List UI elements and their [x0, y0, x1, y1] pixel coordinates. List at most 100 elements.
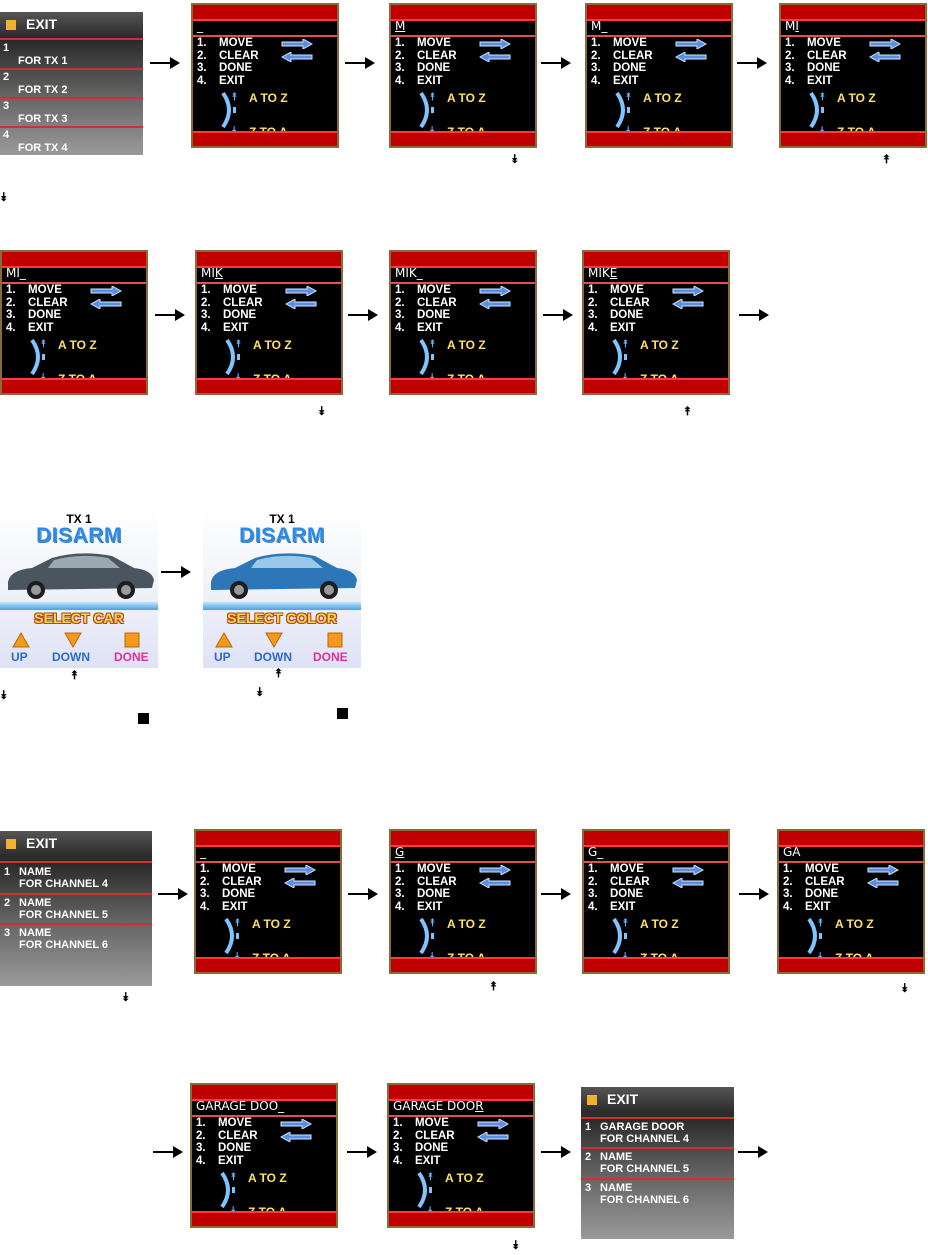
editor-menu-item[interactable]: 3.DONE	[201, 309, 341, 322]
menu-entry-line2[interactable]: FOR CHANNEL 6	[600, 1194, 690, 1206]
editor-menu-item[interactable]: 2.CLEAR	[588, 876, 728, 889]
editor-menu-item[interactable]: 3.DONE	[200, 888, 340, 901]
editor-menu-item[interactable]: 4.EXIT	[196, 1155, 336, 1168]
editor-menu-item[interactable]: 3.DONE	[6, 309, 146, 322]
done-square-icon[interactable]	[327, 632, 343, 648]
exit-label[interactable]: EXIT	[26, 835, 58, 851]
done-label[interactable]: DONE	[114, 650, 149, 664]
editor-menu-item[interactable]: 1.MOVE	[591, 37, 731, 50]
done-label[interactable]: DONE	[313, 650, 348, 664]
menu-entry-line1[interactable]: NAME	[600, 1182, 633, 1194]
editor-menu-item[interactable]: 2.CLEAR	[393, 1130, 533, 1143]
exit-label[interactable]: EXIT	[26, 16, 58, 32]
menu-entry-line1[interactable]: GARAGE DOOR	[600, 1121, 685, 1133]
editor-menu-item[interactable]: 2.CLEAR	[201, 297, 341, 310]
editor-menu-item[interactable]: 4.EXIT	[588, 322, 728, 335]
up-triangle-icon[interactable]	[215, 632, 233, 648]
name-entry-field[interactable]: MI_	[6, 266, 26, 281]
menu-entry-label[interactable]: FOR TX 4	[18, 142, 68, 154]
editor-menu-item[interactable]: 4.EXIT	[591, 75, 731, 88]
editor-menu-item[interactable]: 2.CLEAR	[395, 50, 535, 63]
name-entry-field[interactable]: GA	[783, 845, 801, 860]
up-label[interactable]: UP	[11, 650, 28, 664]
name-entry-field[interactable]: _	[197, 19, 203, 34]
editor-menu-item[interactable]: 4.EXIT	[588, 901, 728, 914]
down-label[interactable]: DOWN	[254, 650, 292, 664]
editor-menu-item[interactable]: 1.MOVE	[196, 1117, 336, 1130]
editor-menu-item[interactable]: 2.CLEAR	[591, 50, 731, 63]
menu-entry-line2[interactable]: FOR CHANNEL 6	[19, 939, 109, 951]
name-entry-field[interactable]: GARAGE DOOR	[393, 1099, 484, 1114]
editor-menu-item[interactable]: 2.CLEAR	[6, 297, 146, 310]
name-entry-field[interactable]: M	[395, 19, 405, 34]
editor-menu-item[interactable]: 2.CLEAR	[196, 1130, 336, 1143]
editor-menu-item[interactable]: 3.DONE	[395, 888, 535, 901]
down-label[interactable]: DOWN	[52, 650, 90, 664]
editor-menu-item[interactable]: 2.CLEAR	[200, 876, 340, 889]
name-entry-field[interactable]: G_	[588, 845, 603, 860]
editor-menu-item[interactable]: 2.CLEAR	[588, 297, 728, 310]
editor-menu-item[interactable]: 4.EXIT	[201, 322, 341, 335]
menu-entry-label[interactable]: FOR TX 2	[18, 84, 68, 96]
editor-menu-item[interactable]: 1.MOVE	[201, 284, 341, 297]
editor-menu-item[interactable]: 3.DONE	[785, 62, 925, 75]
menu-entry-line2[interactable]: FOR CHANNEL 5	[19, 909, 109, 921]
editor-menu-item[interactable]: 2.CLEAR	[395, 876, 535, 889]
editor-menu-item[interactable]: 2.CLEAR	[785, 50, 925, 63]
editor-menu-item[interactable]: 1.MOVE	[197, 37, 337, 50]
name-entry-field[interactable]: MIK_	[395, 266, 423, 281]
editor-menu-item[interactable]: 1.MOVE	[783, 863, 923, 876]
done-square-icon[interactable]	[124, 632, 140, 648]
menu-entry-line2[interactable]: FOR CHANNEL 5	[600, 1163, 690, 1175]
editor-menu-item[interactable]: 1.MOVE	[395, 863, 535, 876]
editor-menu-item[interactable]: 1.MOVE	[393, 1117, 533, 1130]
editor-menu-item[interactable]: 2.CLEAR	[395, 297, 535, 310]
editor-menu-item[interactable]: 4.EXIT	[200, 901, 340, 914]
editor-menu-item[interactable]: 3.DONE	[393, 1142, 533, 1155]
name-entry-field[interactable]: MI	[785, 19, 799, 34]
editor-menu-item[interactable]: 1.MOVE	[395, 37, 535, 50]
editor-menu-item[interactable]: 3.DONE	[395, 309, 535, 322]
editor-menu-item[interactable]: 3.DONE	[588, 888, 728, 901]
editor-menu-item[interactable]: 3.DONE	[395, 62, 535, 75]
editor-menu-item[interactable]: 1.MOVE	[588, 863, 728, 876]
up-triangle-icon[interactable]	[12, 632, 30, 648]
menu-entry-label[interactable]: FOR TX 3	[18, 113, 68, 125]
down-triangle-icon[interactable]	[64, 632, 82, 648]
menu-entry-line1[interactable]: NAME	[19, 897, 52, 909]
editor-menu-item[interactable]: 3.DONE	[783, 888, 923, 901]
exit-label[interactable]: EXIT	[607, 1091, 639, 1107]
menu-entry-label[interactable]: FOR TX 1	[18, 55, 68, 67]
menu-entry-line1[interactable]: NAME	[600, 1151, 633, 1163]
menu-entry-line2[interactable]: FOR CHANNEL 4	[600, 1133, 690, 1145]
editor-menu-item[interactable]: 3.DONE	[588, 309, 728, 322]
editor-menu-item[interactable]: 1.MOVE	[785, 37, 925, 50]
editor-menu-item[interactable]: 1.MOVE	[200, 863, 340, 876]
editor-menu-item[interactable]: 4.EXIT	[393, 1155, 533, 1168]
editor-menu-item[interactable]: 4.EXIT	[785, 75, 925, 88]
menu-entry-line2[interactable]: FOR CHANNEL 4	[19, 878, 109, 890]
up-label[interactable]: UP	[214, 650, 231, 664]
editor-menu-item[interactable]: 1.MOVE	[6, 284, 146, 297]
down-triangle-icon[interactable]	[265, 632, 283, 648]
name-entry-field[interactable]: MIKE	[588, 266, 617, 281]
editor-menu-item[interactable]: 4.EXIT	[395, 322, 535, 335]
editor-menu-item[interactable]: 4.EXIT	[6, 322, 146, 335]
menu-entry-line1[interactable]: NAME	[19, 866, 52, 878]
name-entry-field[interactable]: _	[200, 845, 206, 860]
editor-menu-item[interactable]: 4.EXIT	[783, 901, 923, 914]
editor-menu-item[interactable]: 2.CLEAR	[197, 50, 337, 63]
editor-menu-item[interactable]: 3.DONE	[591, 62, 731, 75]
name-entry-field[interactable]: GARAGE DOO_	[196, 1099, 284, 1114]
editor-menu-item[interactable]: 2.CLEAR	[783, 876, 923, 889]
menu-entry-line1[interactable]: NAME	[19, 927, 52, 939]
editor-menu-item[interactable]: 1.MOVE	[588, 284, 728, 297]
editor-menu-item[interactable]: 4.EXIT	[395, 75, 535, 88]
editor-menu-item[interactable]: 3.DONE	[196, 1142, 336, 1155]
editor-menu-item[interactable]: 3.DONE	[197, 62, 337, 75]
name-entry-field[interactable]: MIK	[201, 266, 223, 281]
editor-menu-item[interactable]: 4.EXIT	[197, 75, 337, 88]
name-entry-field[interactable]: M_	[591, 19, 607, 34]
editor-menu-item[interactable]: 1.MOVE	[395, 284, 535, 297]
editor-menu-item[interactable]: 4.EXIT	[395, 901, 535, 914]
